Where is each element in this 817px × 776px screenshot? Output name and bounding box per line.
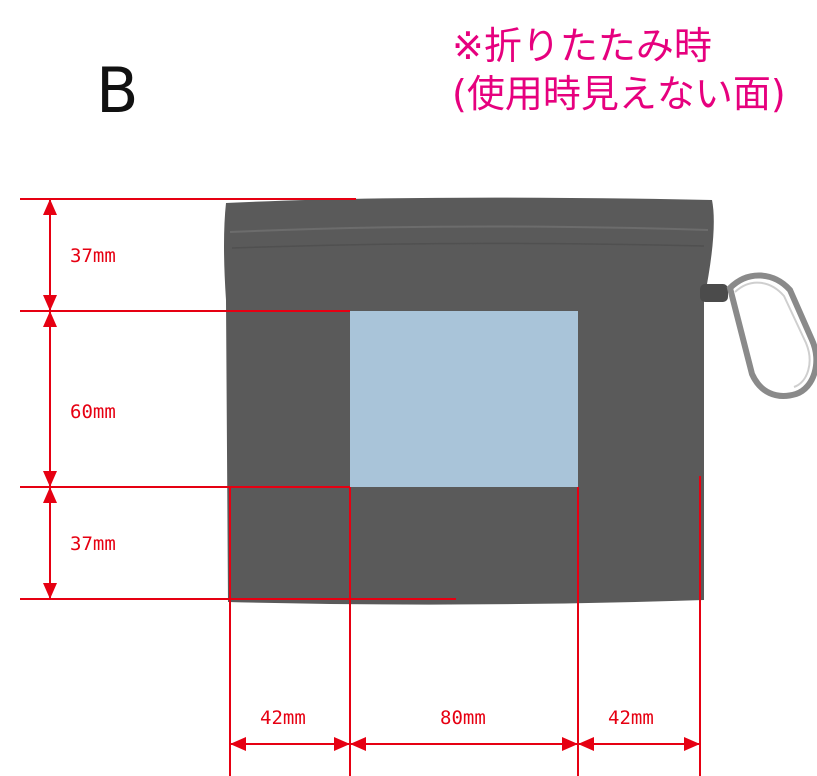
note-line-2: (使用時見えない面) <box>452 72 786 116</box>
pouch-drawstring-seam <box>229 225 709 233</box>
dim-print-width: 80mm <box>440 707 486 729</box>
print-area <box>350 311 578 487</box>
carabiner-icon <box>726 272 817 399</box>
dim-top-height: 37mm <box>70 245 116 267</box>
dim-bottom-height: 37mm <box>70 533 116 555</box>
dim-left-width: 42mm <box>260 707 306 729</box>
strap-loop <box>700 284 728 302</box>
folded-note: ※折りたたみ時 (使用時見えない面) <box>452 22 786 118</box>
variant-label: B <box>96 54 139 127</box>
vertical-arrowheads <box>43 199 57 599</box>
dim-right-width: 42mm <box>608 707 654 729</box>
dim-print-height: 60mm <box>70 401 116 423</box>
horizontal-arrowheads <box>230 737 700 751</box>
pouch-gather <box>231 242 705 249</box>
pouch-illustration <box>224 197 817 605</box>
note-line-1: ※折りたたみ時 <box>452 24 712 68</box>
dimension-lines <box>20 198 701 776</box>
